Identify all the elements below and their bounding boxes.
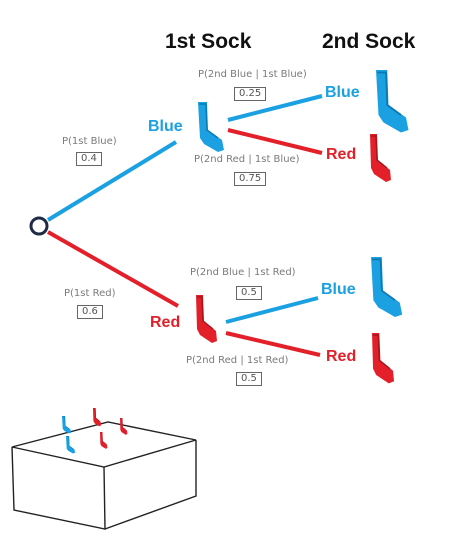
red-sock-icon — [195, 294, 218, 344]
blue-sock-icon — [370, 256, 404, 318]
red-sock-icon — [371, 332, 395, 385]
prob-first-blue-label: P(1st Blue) — [62, 136, 117, 147]
second-red-after-red-label: Red — [326, 348, 357, 365]
prob-blue-red-label: P(2nd Red | 1st Blue) — [194, 154, 300, 165]
red-sock-icon — [369, 133, 392, 183]
prob-blue-blue-label: P(2nd Blue | 1st Blue) — [198, 69, 307, 80]
branch-blue-red — [227, 128, 323, 155]
prob-blue-blue-value: 0.25 — [234, 87, 267, 101]
prob-blue-red-value: 0.75 — [234, 172, 267, 186]
prob-red-blue-value: 0.5 — [236, 286, 262, 300]
branch-red-red — [225, 331, 321, 357]
second-blue-after-red-label: Blue — [321, 281, 356, 298]
blue-sock-icon — [197, 101, 225, 153]
prob-first-red-label: P(1st Red) — [64, 288, 116, 299]
second-red-after-blue-label: Red — [326, 146, 357, 163]
prob-first-blue-value: 0.4 — [76, 152, 102, 166]
first-red-label: Red — [150, 314, 181, 331]
root-node — [29, 216, 49, 236]
branch-red-blue — [225, 296, 319, 324]
prob-red-blue-label: P(2nd Blue | 1st Red) — [190, 267, 296, 278]
header-second-sock: 2nd Sock — [322, 30, 416, 53]
prob-red-red-label: P(2nd Red | 1st Red) — [186, 355, 289, 366]
blue-sock-icon — [375, 69, 410, 134]
branch-first-red — [47, 230, 179, 308]
header-first-sock: 1st Sock — [165, 30, 252, 53]
first-blue-label: Blue — [148, 118, 183, 135]
branch-first-blue — [46, 140, 178, 222]
prob-first-red-value: 0.6 — [77, 305, 103, 319]
branch-blue-blue — [227, 94, 323, 122]
second-blue-after-blue-label: Blue — [325, 84, 360, 101]
sock-drawer-icon — [11, 421, 197, 530]
prob-red-red-value: 0.5 — [236, 372, 262, 386]
